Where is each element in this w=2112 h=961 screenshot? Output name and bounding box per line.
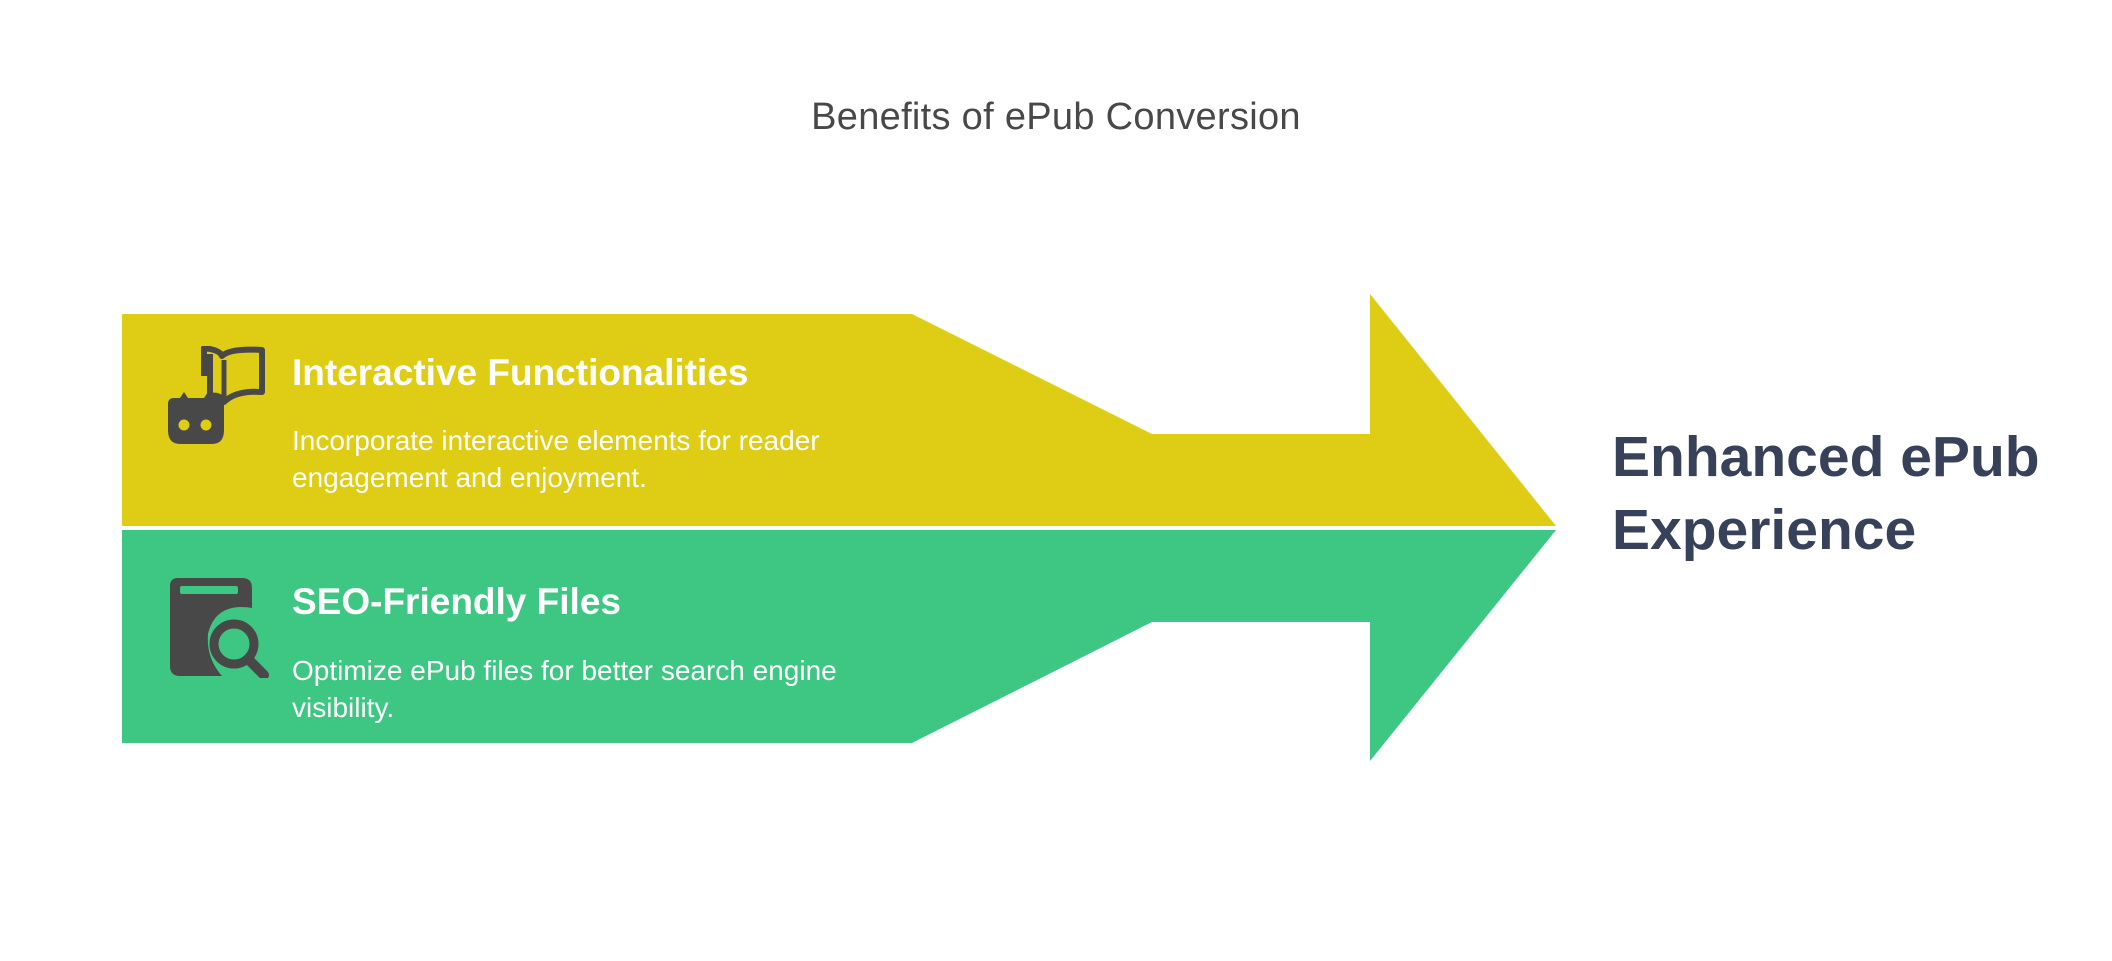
item-description-seo: Optimize ePub files for better search en… bbox=[292, 655, 837, 723]
diagram-title: Benefits of ePub Conversion bbox=[811, 96, 1301, 138]
outcome-label: Enhanced ePub Experience bbox=[1612, 425, 2040, 562]
bottom-band bbox=[122, 530, 1556, 761]
top-band bbox=[122, 294, 1556, 526]
book-search-icon bbox=[170, 578, 269, 678]
item-title-interactive: Interactive Functionalities bbox=[292, 352, 749, 393]
item-description-interactive: Incorporate interactive elements for rea… bbox=[292, 425, 820, 493]
item-title-seo: SEO-Friendly Files bbox=[292, 581, 621, 622]
book-gamepad-icon bbox=[168, 346, 265, 444]
